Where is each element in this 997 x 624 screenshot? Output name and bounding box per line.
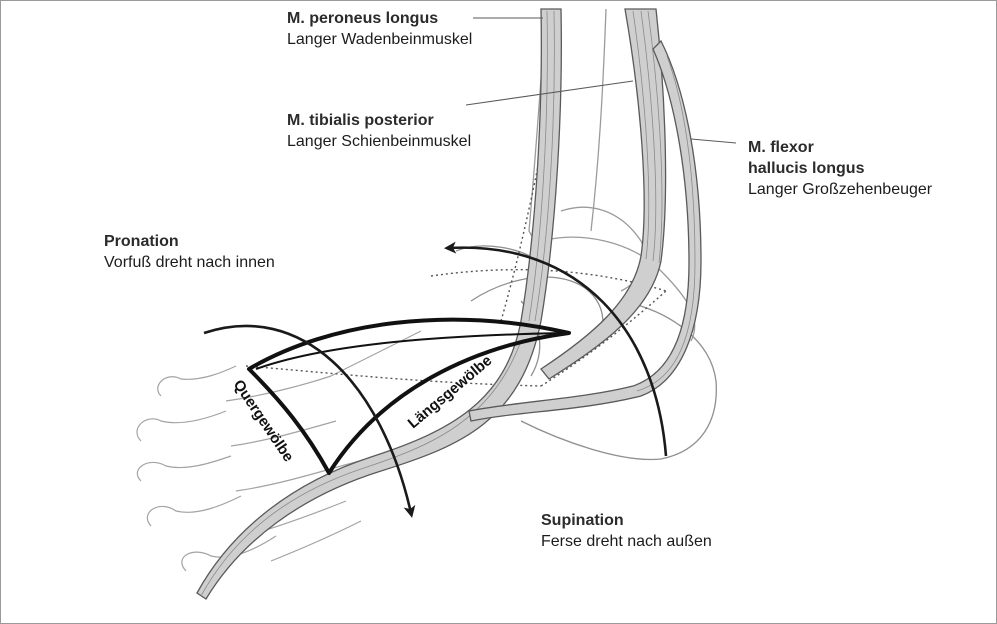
flexor-label: M. flexor hallucis longus Langer Großzeh… [748, 137, 932, 200]
flexor-subtitle: Langer Großzehenbeuger [748, 179, 932, 200]
pronation-title: Pronation [104, 231, 275, 252]
supination-label: Supination Ferse dreht nach außen [541, 510, 712, 552]
tibialis-label: M. tibialis posterior Langer Schienbeinm… [287, 110, 471, 152]
peroneus-fibers [201, 11, 554, 596]
supination-title: Supination [541, 510, 712, 531]
tibialis-title: M. tibialis posterior [287, 110, 471, 131]
peroneus-subtitle: Langer Wadenbeinmuskel [287, 29, 472, 50]
flexor-hallucis-longus-muscle [469, 41, 701, 421]
supination-subtitle: Ferse dreht nach außen [541, 531, 712, 552]
arch-label-quergewoelbe: Quergewölbe [230, 377, 297, 465]
label-leader-lines [466, 18, 736, 143]
tibialis-subtitle: Langer Schienbeinmuskel [287, 131, 471, 152]
peroneus-label: M. peroneus longus Langer Wadenbeinmuske… [287, 8, 472, 50]
flexor-title-line1: M. flexor [748, 137, 932, 158]
peroneus-title: M. peroneus longus [287, 8, 472, 29]
peroneus-longus-muscle [197, 9, 561, 599]
pronation-label: Pronation Vorfuß dreht nach innen [104, 231, 275, 273]
flexor-title-line2: hallucis longus [748, 158, 932, 179]
pronation-subtitle: Vorfuß dreht nach innen [104, 252, 275, 273]
